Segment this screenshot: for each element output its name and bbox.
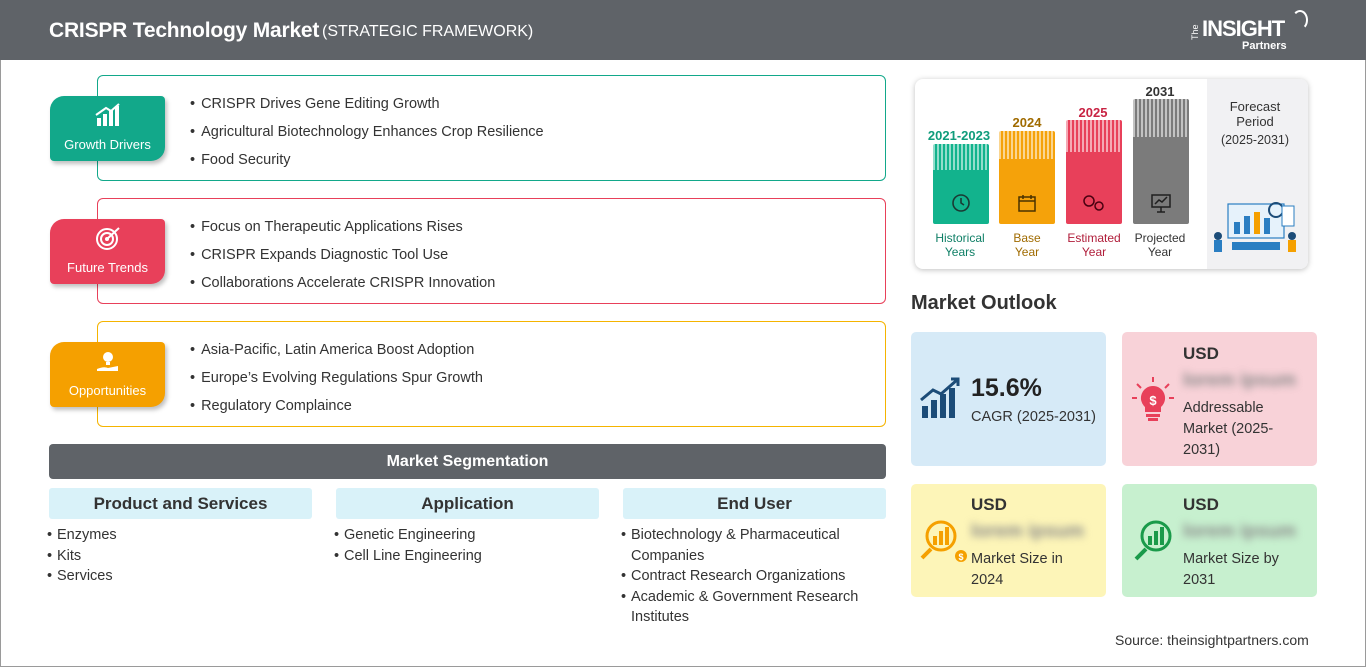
opportunities-panel: Asia-Pacific, Latin America Boost Adopti… (97, 321, 886, 427)
forecast-period-range: (2025-2031) (1220, 133, 1290, 147)
analytics-illustration-icon (1214, 202, 1296, 252)
bar-year-base: 2024 (1012, 115, 1042, 130)
bar-base (999, 131, 1055, 224)
growth-chart-icon (95, 103, 120, 126)
market-size-2024-label: Market Size in 2024 (971, 551, 1063, 588)
lightbulb-hand-icon (97, 352, 118, 371)
page-subtitle: (STRATEGIC FRAMEWORK) (322, 23, 534, 40)
list-item: Kits (47, 546, 117, 567)
bar-year-estimated: 2025 (1078, 105, 1108, 120)
list-item: Enzymes (47, 525, 117, 546)
opportunities-list: Asia-Pacific, Latin America Boost Adopti… (190, 341, 483, 425)
growth-drivers-panel: CRISPR Drives Gene Editing Growth Agricu… (97, 75, 886, 181)
target-icon (96, 227, 120, 250)
tag-label: Growth Drivers (64, 137, 151, 152)
svg-text:$: $ (958, 552, 963, 562)
market-size-2031-label: Market Size by 2031 (1183, 551, 1279, 588)
list-item: Academic & Government Research Institute… (621, 587, 871, 628)
cagr-card: 15.6% CAGR (2025-2031) (911, 332, 1106, 466)
header-bar: CRISPR Technology Market (STRATEGIC FRAM… (0, 0, 1366, 60)
addressable-market-label: Addressable Market (2025-2031) (1183, 400, 1274, 458)
blurred-value: lorem ipsum (971, 521, 1084, 542)
list-item: Services (47, 566, 117, 587)
market-size-2024-card: $ USD lorem ipsum Market Size in 2024 (911, 484, 1106, 597)
cagr-value: 15.6% (971, 374, 1042, 402)
list-item: Contract Research Organizations (621, 566, 871, 587)
cagr-label: CAGR (2025-2031) (971, 409, 1096, 425)
list-item: Asia-Pacific, Latin America Boost Adopti… (190, 341, 483, 369)
logo-the: The (1190, 24, 1200, 40)
insight-partners-logo[interactable]: The INSIGHT Partners (1190, 10, 1310, 54)
tag-label: Future Trends (67, 260, 148, 275)
blurred-value: lorem ipsum (1183, 370, 1296, 391)
list-item: CRISPR Expands Diagnostic Tool Use (190, 246, 495, 274)
bar-estimated (1066, 120, 1122, 224)
market-size-2031-card: USD lorem ipsum Market Size by 2031 (1122, 484, 1317, 597)
segment-list-end-user: Biotechnology & Pharmaceutical Companies… (621, 525, 871, 628)
logo-swoosh-icon (1292, 10, 1308, 30)
svg-text:$: $ (1149, 393, 1157, 408)
opportunities-tag: Opportunities (50, 342, 165, 407)
market-outlook-title: Market Outlook (911, 292, 1057, 314)
segment-heading-application: Application (336, 488, 599, 519)
market-segmentation-bar: Market Segmentation (49, 444, 886, 479)
lightbulb-dollar-icon: $ (1132, 377, 1174, 421)
calendar-icon (1018, 195, 1036, 212)
list-item: Agricultural Biotechnology Enhances Crop… (190, 123, 544, 151)
gears-icon (1083, 195, 1104, 211)
forecast-period-title: Forecast Period (1229, 99, 1281, 129)
list-item: Regulatory Complaince (190, 397, 483, 425)
usd-label: USD (1183, 495, 1219, 514)
list-item: Focus on Therapeutic Applications Rises (190, 218, 495, 246)
bar-historical (933, 144, 989, 224)
addressable-market-card: $ USD lorem ipsum Addressable Market (20… (1122, 332, 1317, 466)
list-item: Food Security (190, 151, 544, 179)
tag-label: Opportunities (68, 383, 147, 398)
list-item: Cell Line Engineering (334, 546, 482, 567)
logo-insight: INSIGHT (1202, 16, 1285, 41)
segment-list-application: Genetic Engineering Cell Line Engineerin… (334, 525, 482, 566)
magnifier-chart-icon (1134, 520, 1172, 561)
logo-partners: Partners (1242, 40, 1287, 52)
history-icon (952, 194, 970, 212)
future-trends-panel: Focus on Therapeutic Applications Rises … (97, 198, 886, 304)
segment-heading-product: Product and Services (49, 488, 312, 519)
list-item: Collaborations Accelerate CRISPR Innovat… (190, 274, 495, 302)
segment-heading-end-user: End User (623, 488, 886, 519)
future-trends-tag: Future Trends (50, 219, 165, 284)
list-item: Europe’s Evolving Regulations Spur Growt… (190, 369, 483, 397)
growth-drivers-list: CRISPR Drives Gene Editing Growth Agricu… (190, 95, 544, 179)
list-item: CRISPR Drives Gene Editing Growth (190, 95, 544, 123)
future-trends-list: Focus on Therapeutic Applications Rises … (190, 218, 495, 302)
blurred-value: lorem ipsum (1183, 521, 1296, 542)
usd-label: USD (1183, 344, 1219, 363)
bar-year-historical: 2021-2023 (927, 128, 991, 143)
growth-chart-icon (920, 377, 960, 418)
bar-projected (1133, 99, 1189, 224)
source-text: Source: theinsightpartners.com (1115, 632, 1309, 648)
list-item: Biotechnology & Pharmaceutical Companies (621, 525, 871, 566)
usd-label: USD (971, 495, 1007, 514)
bar-year-projected: 2031 (1145, 84, 1175, 99)
page-title: CRISPR Technology Market (49, 19, 320, 42)
presentation-icon (1151, 194, 1171, 213)
growth-drivers-tag: Growth Drivers (50, 96, 165, 161)
magnifier-chart-icon: $ (920, 520, 967, 562)
list-item: Genetic Engineering (334, 525, 482, 546)
segment-list-product: Enzymes Kits Services (47, 525, 117, 587)
